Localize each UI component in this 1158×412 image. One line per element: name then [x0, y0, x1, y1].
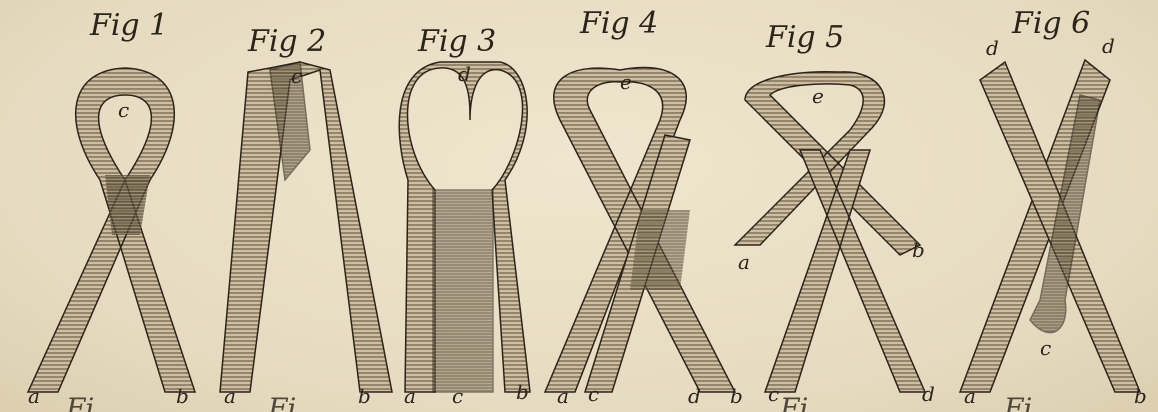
fig-4-label-d: d: [688, 386, 701, 406]
fig-3-label-a: a: [404, 386, 416, 406]
figure-1-ribbon: [28, 68, 195, 392]
fig-4-label-a: a: [557, 386, 569, 406]
fig-6-label-b: b: [1134, 386, 1147, 406]
fig-5-label-c: c: [768, 384, 779, 404]
fig-1-label-b: b: [176, 386, 189, 406]
bottom-fragment-3: Fi: [780, 392, 808, 412]
fig-5-label-a: a: [738, 252, 750, 272]
bottom-fragment-4: Fi: [1004, 392, 1032, 412]
fig-5-label-d: d: [922, 384, 935, 404]
fig-2-label-c: c: [291, 66, 302, 86]
fig-3-label-c: c: [452, 386, 463, 406]
fig-4-label-e: e: [620, 72, 632, 92]
fig-3-label-b: b: [516, 382, 529, 402]
figure-3-ribbon: [399, 62, 530, 392]
bottom-fragment-1: Fi: [66, 392, 94, 412]
figure-5-ribbon: [735, 72, 925, 392]
fig-6-label-c: c: [1040, 338, 1051, 358]
fig-2-label-a: a: [224, 386, 236, 406]
fig-4-title: Fig 4: [580, 6, 658, 41]
fig-3-title: Fig 3: [418, 24, 496, 59]
fig-5-label-b: b: [912, 240, 925, 260]
fig-5-label-e: e: [812, 86, 824, 106]
fig-4-label-b: b: [730, 386, 743, 406]
fig-5-title: Fig 5: [766, 20, 844, 55]
fig-1-title: Fig 1: [90, 8, 168, 43]
fig-1-label-c: c: [118, 100, 129, 120]
fig-2-label-b: b: [358, 386, 371, 406]
fig-3-label-d: d: [458, 64, 471, 84]
fig-4-label-c: c: [588, 384, 599, 404]
figure-2-ribbon: [220, 62, 392, 392]
fig-6-label-d-right: d: [1102, 36, 1115, 56]
bottom-fragment-2: Fi: [268, 392, 296, 412]
fig-6-label-a: a: [964, 386, 976, 406]
fig-6-title: Fig 6: [1012, 6, 1090, 41]
fig-2-title: Fig 2: [248, 24, 326, 59]
fig-6-label-d-left: d: [986, 38, 999, 58]
fig-1-label-a: a: [28, 386, 40, 406]
figure-4-ribbon: [545, 67, 735, 392]
